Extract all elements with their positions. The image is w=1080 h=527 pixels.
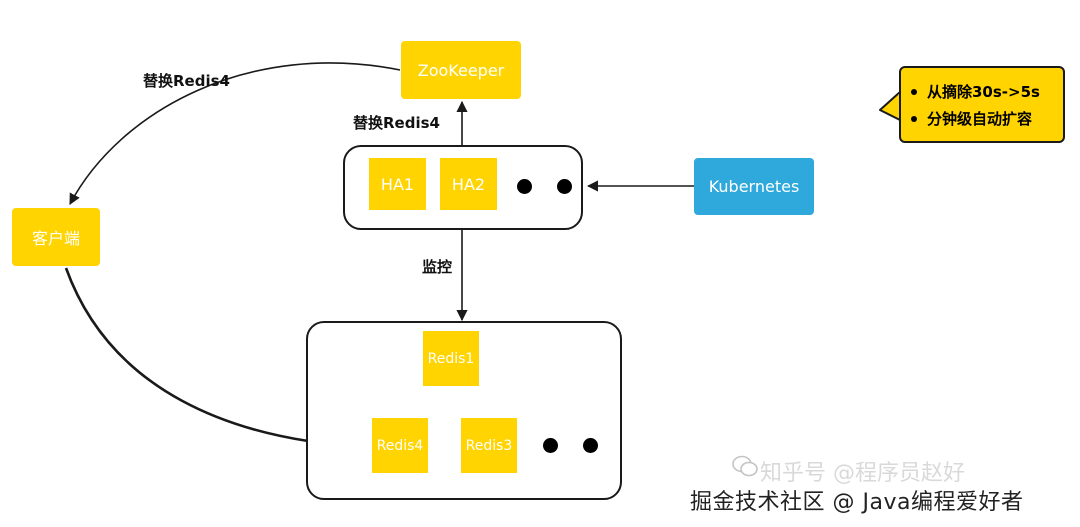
callout-item: 分钟级自动扩容 (911, 105, 1053, 132)
ha-ellipsis-dot-2 (557, 179, 572, 194)
bullet-icon (911, 88, 917, 95)
callout-item-text: 从摘除30s->5s (927, 83, 1040, 101)
edge-label-replace-mid: 替换Redis4 (353, 114, 440, 132)
redis-ellipsis-dot-2 (583, 438, 598, 453)
ha2-label: HA2 (451, 174, 486, 194)
redis3-node: Redis3 (461, 418, 517, 473)
redis-ellipsis-dot-1 (543, 438, 558, 453)
callout-item-text: 分钟级自动扩容 (927, 110, 1033, 128)
bullet-icon (911, 115, 917, 122)
redis4-label: Redis4 (376, 437, 424, 454)
edge-label-monitor: 监控 (422, 258, 453, 276)
ha1-node: HA1 (369, 158, 426, 210)
redis3-label: Redis3 (465, 437, 513, 454)
zookeeper-node: ZooKeeper (401, 41, 521, 99)
callout-box: 从摘除30s->5s 分钟级自动扩容 (899, 66, 1065, 143)
callout-item: 从摘除30s->5s (911, 78, 1053, 105)
ha2-node: HA2 (440, 158, 497, 210)
kubernetes-label: Kubernetes (708, 177, 800, 196)
edge-label-replace-top: 替换Redis4 (143, 72, 230, 90)
callout-pointer (879, 91, 901, 121)
watermark-faint: 知乎号 @程序员赵好 (760, 461, 965, 486)
watermark-text: 掘金技术社区 @ Java编程爱好者 (690, 490, 1024, 515)
redis1-node: Redis1 (423, 331, 479, 386)
client-node: 客户端 (12, 208, 100, 266)
zookeeper-label: ZooKeeper (417, 60, 505, 80)
wechat-icon (732, 455, 758, 477)
kubernetes-node: Kubernetes (694, 158, 814, 215)
redis1-label: Redis1 (427, 350, 475, 367)
ha1-label: HA1 (380, 174, 415, 194)
ha-ellipsis-dot-1 (517, 179, 532, 194)
client-label: 客户端 (31, 229, 80, 248)
redis4-node: Redis4 (372, 418, 428, 473)
